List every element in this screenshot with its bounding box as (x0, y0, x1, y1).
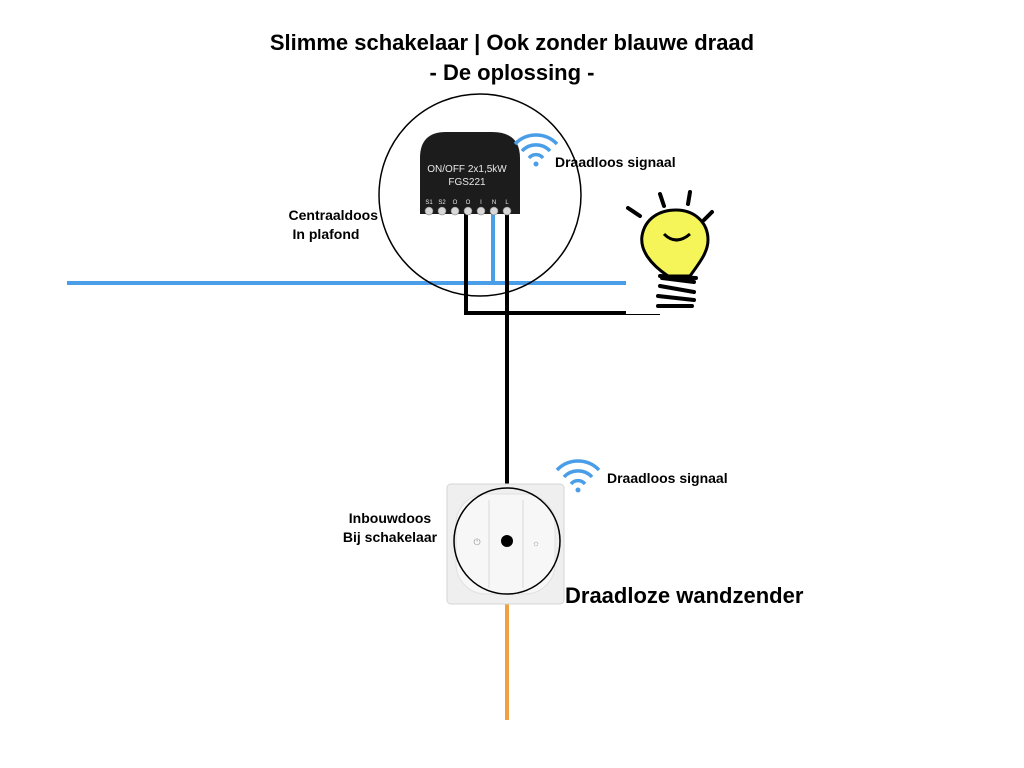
switched-wire (464, 212, 660, 315)
terminal-screw (424, 206, 434, 216)
brightness-symbol: ☼ (532, 538, 540, 548)
terminal-label: N (492, 200, 496, 206)
fgs221-module: ON/OFF 2x1,5kW FGS221 S1 S2 O O I N L (420, 132, 520, 216)
terminal-label: S1 (425, 200, 433, 206)
switch-box-circle (453, 487, 561, 595)
power-symbol: ⏻ (473, 537, 480, 547)
central-box-label: Centraaldoos In plafond (268, 206, 378, 244)
terminal-label: S2 (438, 200, 446, 206)
terminal-block: S1 S2 O O I N L (424, 200, 512, 216)
diagram-title: Slimme schakelaar | Ook zonder blauwe dr… (269, 30, 755, 55)
module-text-line1: ON/OFF 2x1,5kW (427, 164, 507, 175)
signal-label-bottom: Draadloos signaal (607, 470, 728, 486)
module-text-line2: FGS221 (448, 177, 486, 188)
central-box-label-line2: In plafond (292, 226, 360, 242)
wire-junction-dot (501, 535, 513, 547)
terminal-label: O (453, 200, 458, 206)
terminal-label: L (505, 200, 509, 206)
signal-label-top: Draadloos signaal (555, 154, 676, 170)
wifi-icon (513, 133, 559, 167)
diagram-subtitle: - De oplossing - (429, 60, 595, 85)
wifi-icon (555, 459, 601, 493)
terminal-label: I (480, 200, 482, 206)
light-bulb-icon (626, 188, 716, 314)
central-box-circle (378, 93, 582, 297)
switch-box-label: Inbouwdoos Bij schakelaar (330, 509, 450, 547)
terminal-screw (437, 206, 447, 216)
switch-caption: Draadloze wandzender (565, 583, 804, 608)
terminal-screw (450, 206, 460, 216)
terminal-screw (489, 206, 499, 216)
terminal-screw (502, 206, 512, 216)
terminal-screw (476, 206, 486, 216)
terminal-label: O (466, 200, 471, 206)
central-box-label-line1: Centraaldoos (288, 207, 378, 223)
terminal-screw (463, 206, 473, 216)
switch-box-label-line2: Bij schakelaar (342, 529, 438, 545)
switch-box-label-line1: Inbouwdoos (348, 510, 432, 526)
